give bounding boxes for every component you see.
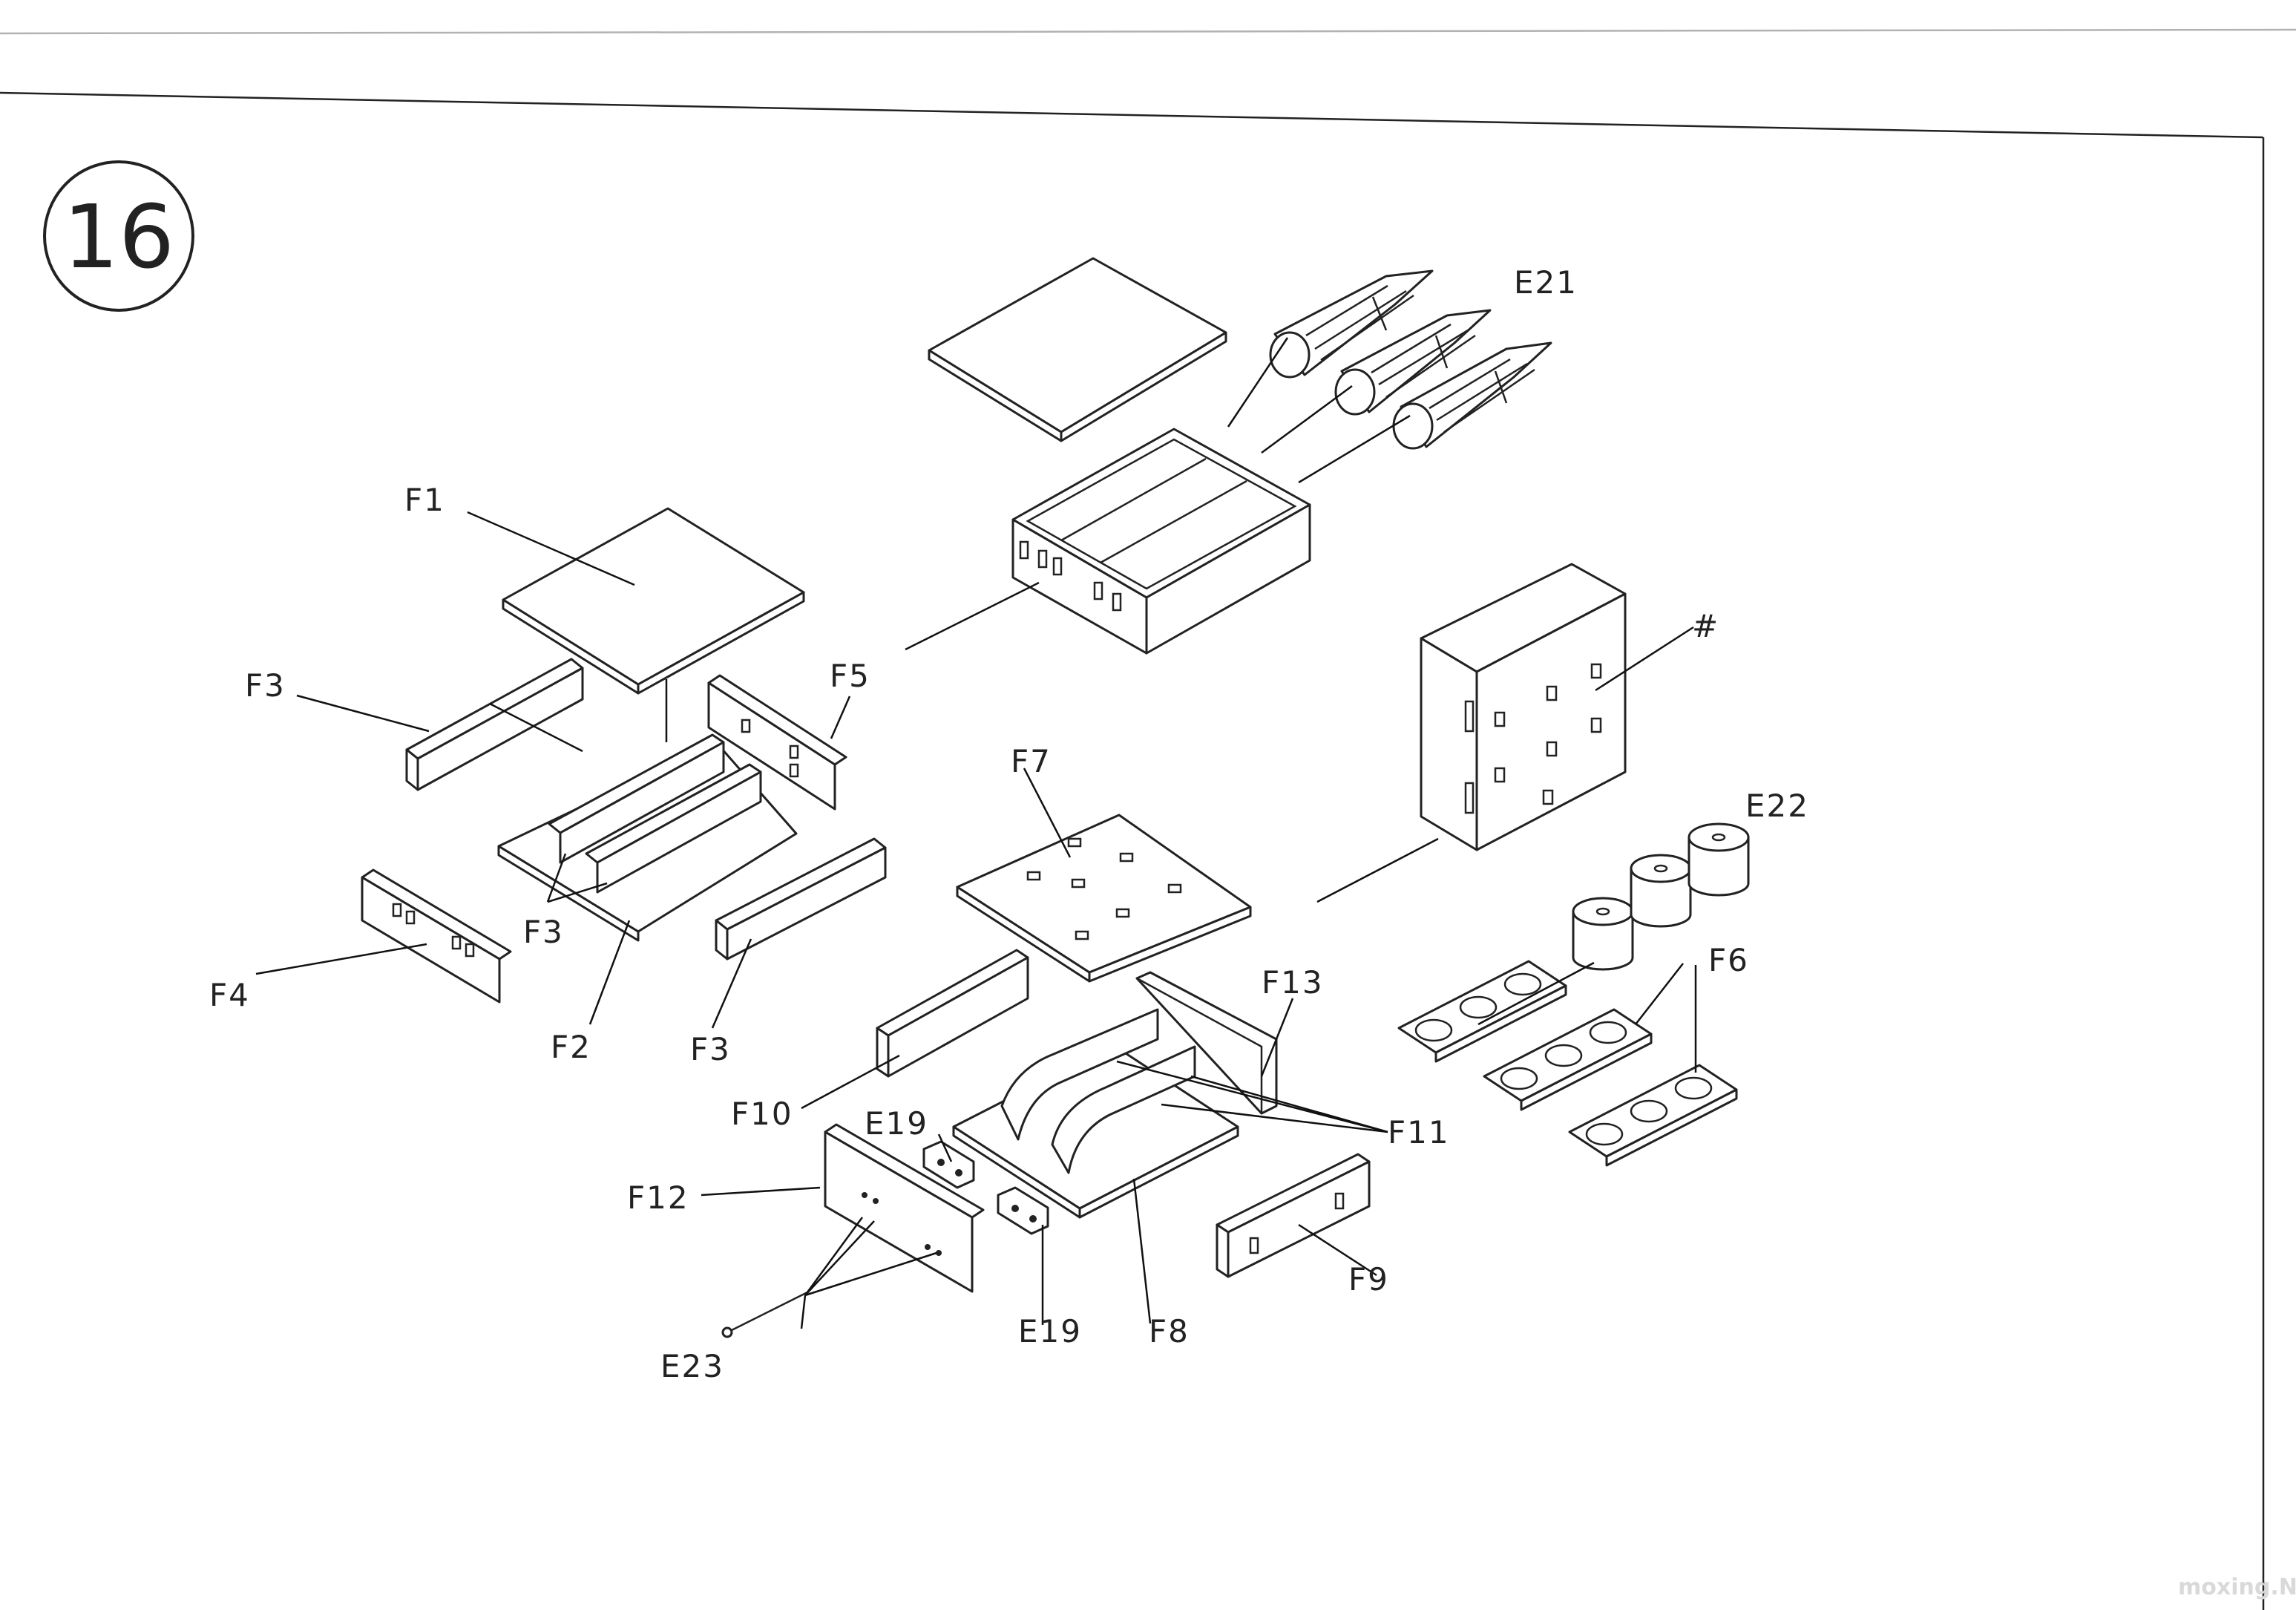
label-f10: F10 (731, 1096, 793, 1132)
part-f5-panel (707, 674, 847, 811)
label-f13: F13 (1262, 964, 1324, 1001)
step-number: 16 (63, 186, 174, 288)
label-f6: F6 (1708, 942, 1749, 978)
part-f6-rail-3 (1568, 1064, 1738, 1167)
part-f3-panel-right (715, 837, 887, 961)
part-e19-hinge-2 (997, 1186, 1049, 1235)
top-lid-panel (928, 257, 1227, 442)
label-f3-mid: F3 (523, 914, 564, 950)
part-f7-plate (956, 814, 1252, 983)
label-e21: E21 (1514, 264, 1578, 301)
part-e22-drum-1 (1572, 897, 1634, 971)
label-hash: # (1692, 608, 1719, 644)
label-f3-right: F3 (690, 1031, 731, 1067)
part-f10-panel (876, 949, 1029, 1078)
label-f5: F5 (830, 658, 870, 694)
part-f11-frames (1000, 1008, 1196, 1174)
part-f4-panel (361, 868, 512, 1004)
part-f9-panel (1216, 1153, 1371, 1278)
label-f1: F1 (404, 482, 445, 518)
label-e22: E22 (1745, 788, 1809, 824)
part-f1-plate (502, 507, 805, 695)
label-f9: F9 (1348, 1261, 1389, 1298)
label-f12: F12 (627, 1179, 689, 1216)
part-f12-panel (824, 1123, 985, 1293)
part-e22-drum-2 (1630, 854, 1692, 928)
step-badge: 16 (43, 160, 194, 312)
rocket-e21-3 (1392, 341, 1552, 450)
part-f6-rail-1 (1397, 960, 1567, 1063)
part-f3-panel-top (405, 658, 584, 791)
leader-lines (255, 337, 1697, 1329)
label-f8: F8 (1149, 1313, 1190, 1349)
label-f4: F4 (209, 977, 250, 1013)
step-circle (43, 160, 194, 312)
label-f3-top: F3 (245, 667, 286, 704)
rocket-e21-2 (1334, 309, 1492, 416)
part-e23-rod (721, 1290, 810, 1338)
label-e23: E23 (660, 1348, 724, 1384)
label-e19-top: E19 (865, 1105, 928, 1142)
part-f6-rail-2 (1483, 1008, 1653, 1111)
part-e19-hinge-1 (922, 1140, 975, 1189)
label-f7: F7 (1011, 743, 1052, 779)
label-e19-bottom: E19 (1018, 1313, 1082, 1349)
label-f11: F11 (1388, 1114, 1450, 1151)
label-f2: F2 (551, 1029, 591, 1065)
part-e22-drum-3 (1687, 822, 1750, 897)
part-hash-box (1420, 563, 1627, 851)
part-f2-tray (497, 733, 798, 942)
watermark: moxing.NET (2178, 1574, 2296, 1600)
rocket-e21-1 (1269, 269, 1434, 379)
sheet-border (0, 28, 2296, 1610)
part-labels: F1 F3 F5 F4 F3 F2 F3 E21 F7 # E22 F6 F13… (209, 264, 1809, 1384)
rocket-tray-box (1011, 428, 1311, 655)
